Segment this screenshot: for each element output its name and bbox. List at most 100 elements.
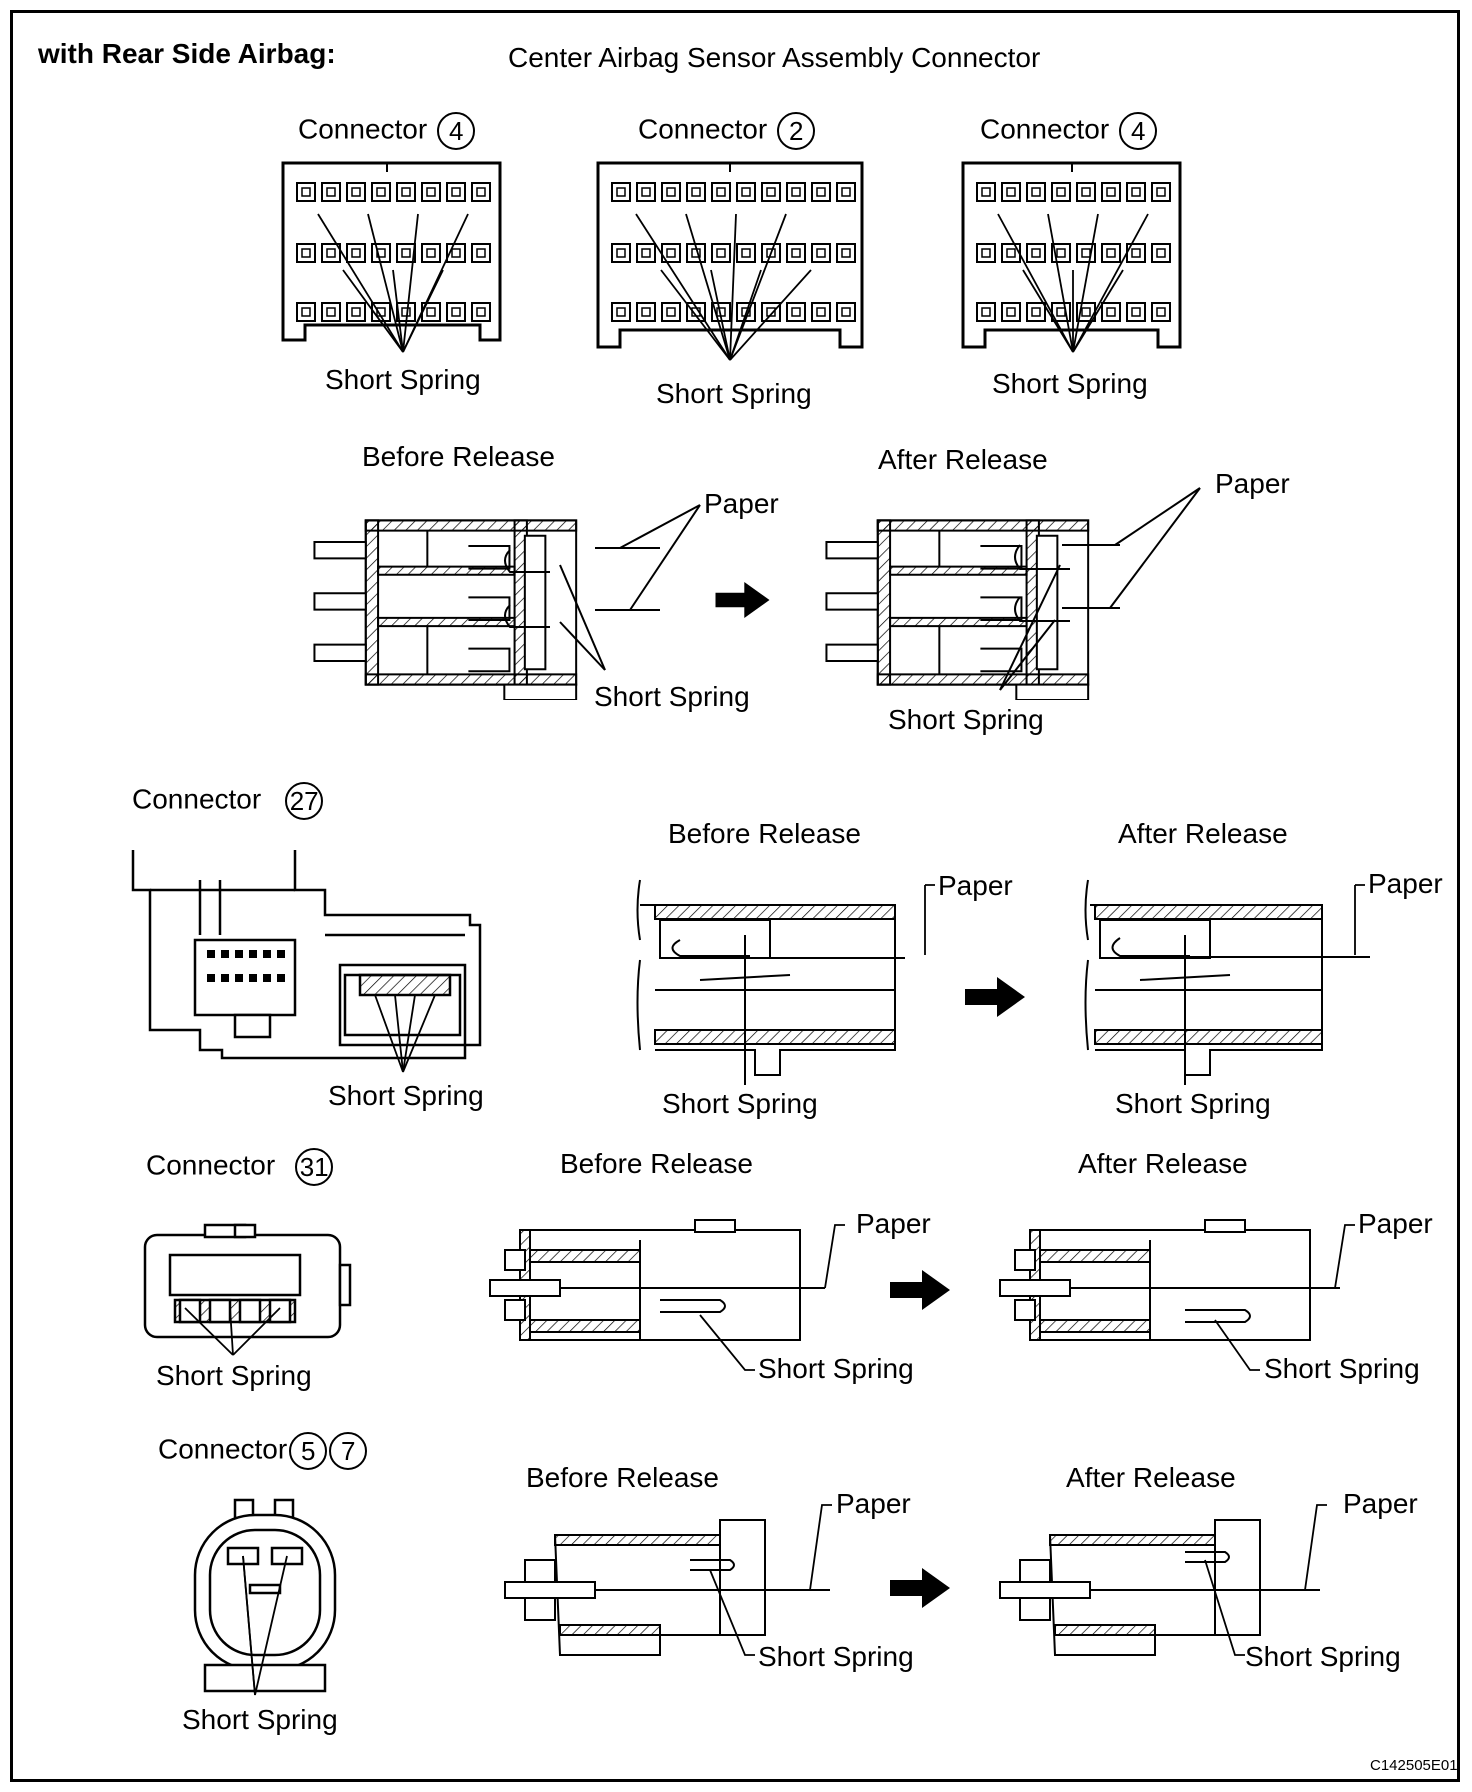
after-release-label: After Release <box>878 444 1048 475</box>
terminal <box>1051 182 1071 202</box>
short-spring-label: Short Spring <box>1245 1641 1401 1672</box>
spring-line <box>368 214 403 352</box>
terminal <box>836 182 856 202</box>
spring-line <box>1048 214 1073 352</box>
spring-line <box>403 214 418 352</box>
terminal <box>711 182 731 202</box>
pin <box>263 950 271 958</box>
terminal <box>446 182 466 202</box>
pin <box>235 950 243 958</box>
figure-code: C142505E01 <box>1370 1757 1458 1774</box>
paper-label: Paper <box>1368 868 1443 899</box>
spring-line <box>711 270 730 360</box>
short-spring-label: Short Spring <box>328 1080 484 1111</box>
terminal <box>661 302 681 322</box>
row2-after-side-view <box>825 519 1090 700</box>
spring-line <box>730 214 736 360</box>
terminal <box>761 302 781 322</box>
page-title: Center Airbag Sensor Assembly Connector <box>508 42 1041 73</box>
paper-label: Paper <box>1215 468 1290 499</box>
spring-line <box>1023 270 1073 352</box>
row2-spring-detail <box>505 488 1200 690</box>
terminal <box>661 182 681 202</box>
terminal <box>1151 302 1171 322</box>
spring-line <box>393 270 403 352</box>
terminal <box>611 182 631 202</box>
terminal <box>321 182 341 202</box>
terminal <box>1026 182 1046 202</box>
short-spring-label: Short Spring <box>594 681 750 712</box>
connector-number-badge: 27 <box>285 782 324 820</box>
terminal <box>471 182 491 202</box>
short-spring-label: Short Spring <box>156 1360 312 1391</box>
connector-number-badge: 5 <box>289 1432 328 1470</box>
terminal <box>1101 182 1121 202</box>
paper-label: Paper <box>938 870 1013 901</box>
row4-after-side-view <box>1000 1220 1340 1340</box>
connector-5-7-body <box>195 1500 335 1691</box>
terminal <box>1101 302 1121 322</box>
row4-before-side-view <box>490 1220 825 1340</box>
row3-arrow-icon <box>965 977 1025 1017</box>
terminal <box>1001 243 1021 263</box>
connector-27-spring-lines <box>375 995 435 1072</box>
pin <box>207 950 215 958</box>
terminal <box>296 302 316 322</box>
spring-line <box>318 214 403 352</box>
short-spring-leader-lines <box>318 214 1148 360</box>
terminal <box>1076 182 1096 202</box>
before-release-label: Before Release <box>560 1148 754 1179</box>
spring-line <box>730 270 811 360</box>
figure-frame <box>10 10 1460 1782</box>
connector-number-badge: 4 <box>437 112 476 150</box>
pin <box>277 974 285 982</box>
before-release-label: Before Release <box>526 1462 720 1493</box>
terminal <box>976 182 996 202</box>
section-label: with Rear Side Airbag: <box>38 38 336 69</box>
row5-arrow-icon <box>890 1568 950 1608</box>
connector-31-body <box>145 1225 350 1337</box>
terminal <box>396 182 416 202</box>
spring-line <box>1073 270 1123 352</box>
terminal <box>811 302 831 322</box>
terminal <box>636 243 656 263</box>
terminal <box>686 182 706 202</box>
spring-line <box>661 270 730 360</box>
pin <box>277 950 285 958</box>
spring-line <box>343 270 403 352</box>
short-spring-label: Short Spring <box>992 368 1148 399</box>
terminal <box>736 182 756 202</box>
connector-number-badge: 4 <box>1119 112 1158 150</box>
terminal <box>1126 182 1146 202</box>
terminal <box>811 243 831 263</box>
paper-label: Paper <box>836 1488 911 1519</box>
pin <box>263 974 271 982</box>
terminal <box>1026 243 1046 263</box>
row5-after-side-view <box>1000 1520 1320 1655</box>
terminal <box>1001 182 1021 202</box>
terminal <box>421 243 441 263</box>
terminal <box>346 243 366 263</box>
terminal <box>371 243 391 263</box>
connector-number-badge: 2 <box>777 112 816 150</box>
short-spring-label: Short Spring <box>1264 1353 1420 1384</box>
pin <box>249 950 257 958</box>
terminal <box>1001 302 1021 322</box>
pin <box>249 974 257 982</box>
terminal <box>1151 182 1171 202</box>
terminal <box>296 182 316 202</box>
terminal <box>446 302 466 322</box>
terminal <box>636 302 656 322</box>
paper-label: Paper <box>856 1208 931 1239</box>
terminal <box>1126 302 1146 322</box>
paper-label: Paper <box>1343 1488 1418 1519</box>
row3-before-side-view <box>638 880 906 1085</box>
terminal <box>761 182 781 202</box>
short-spring-label: Short Spring <box>888 704 1044 735</box>
spring-line <box>686 214 730 360</box>
row5-before-side-view <box>505 1520 830 1655</box>
